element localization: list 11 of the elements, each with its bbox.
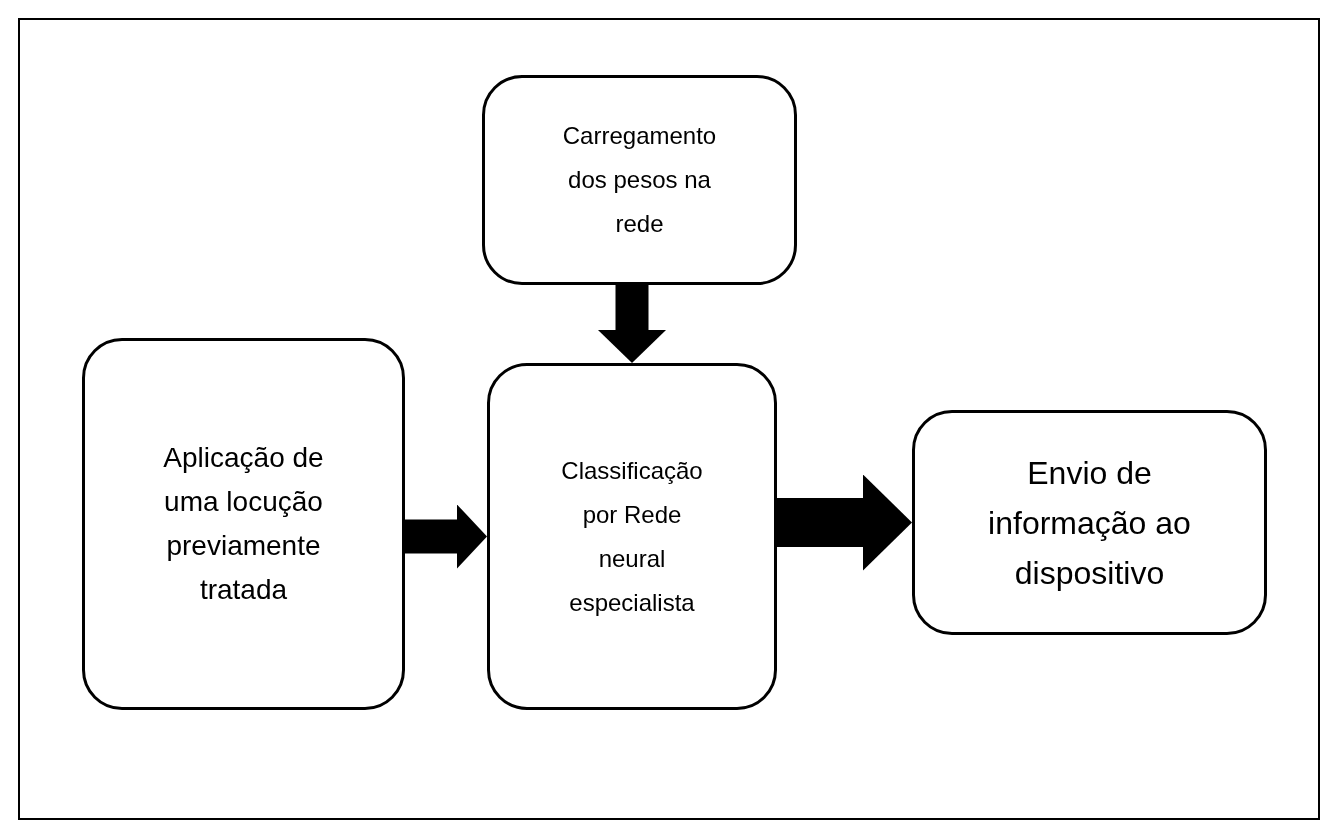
block-arrow [777,474,912,571]
process-box [912,410,1267,635]
block-arrow [405,504,487,569]
process-box [82,338,405,710]
box-label: Carregamento dos pesos na rede [561,121,718,239]
process-box [482,75,797,285]
block-arrow [598,285,666,363]
process-box [487,363,777,710]
box-label: Envio de informação ao dispositivo [987,453,1192,593]
box-label: Classificação por Rede neural especialista [560,455,704,618]
box-label: Aplicação de uma locução previamente tratada [162,441,325,607]
